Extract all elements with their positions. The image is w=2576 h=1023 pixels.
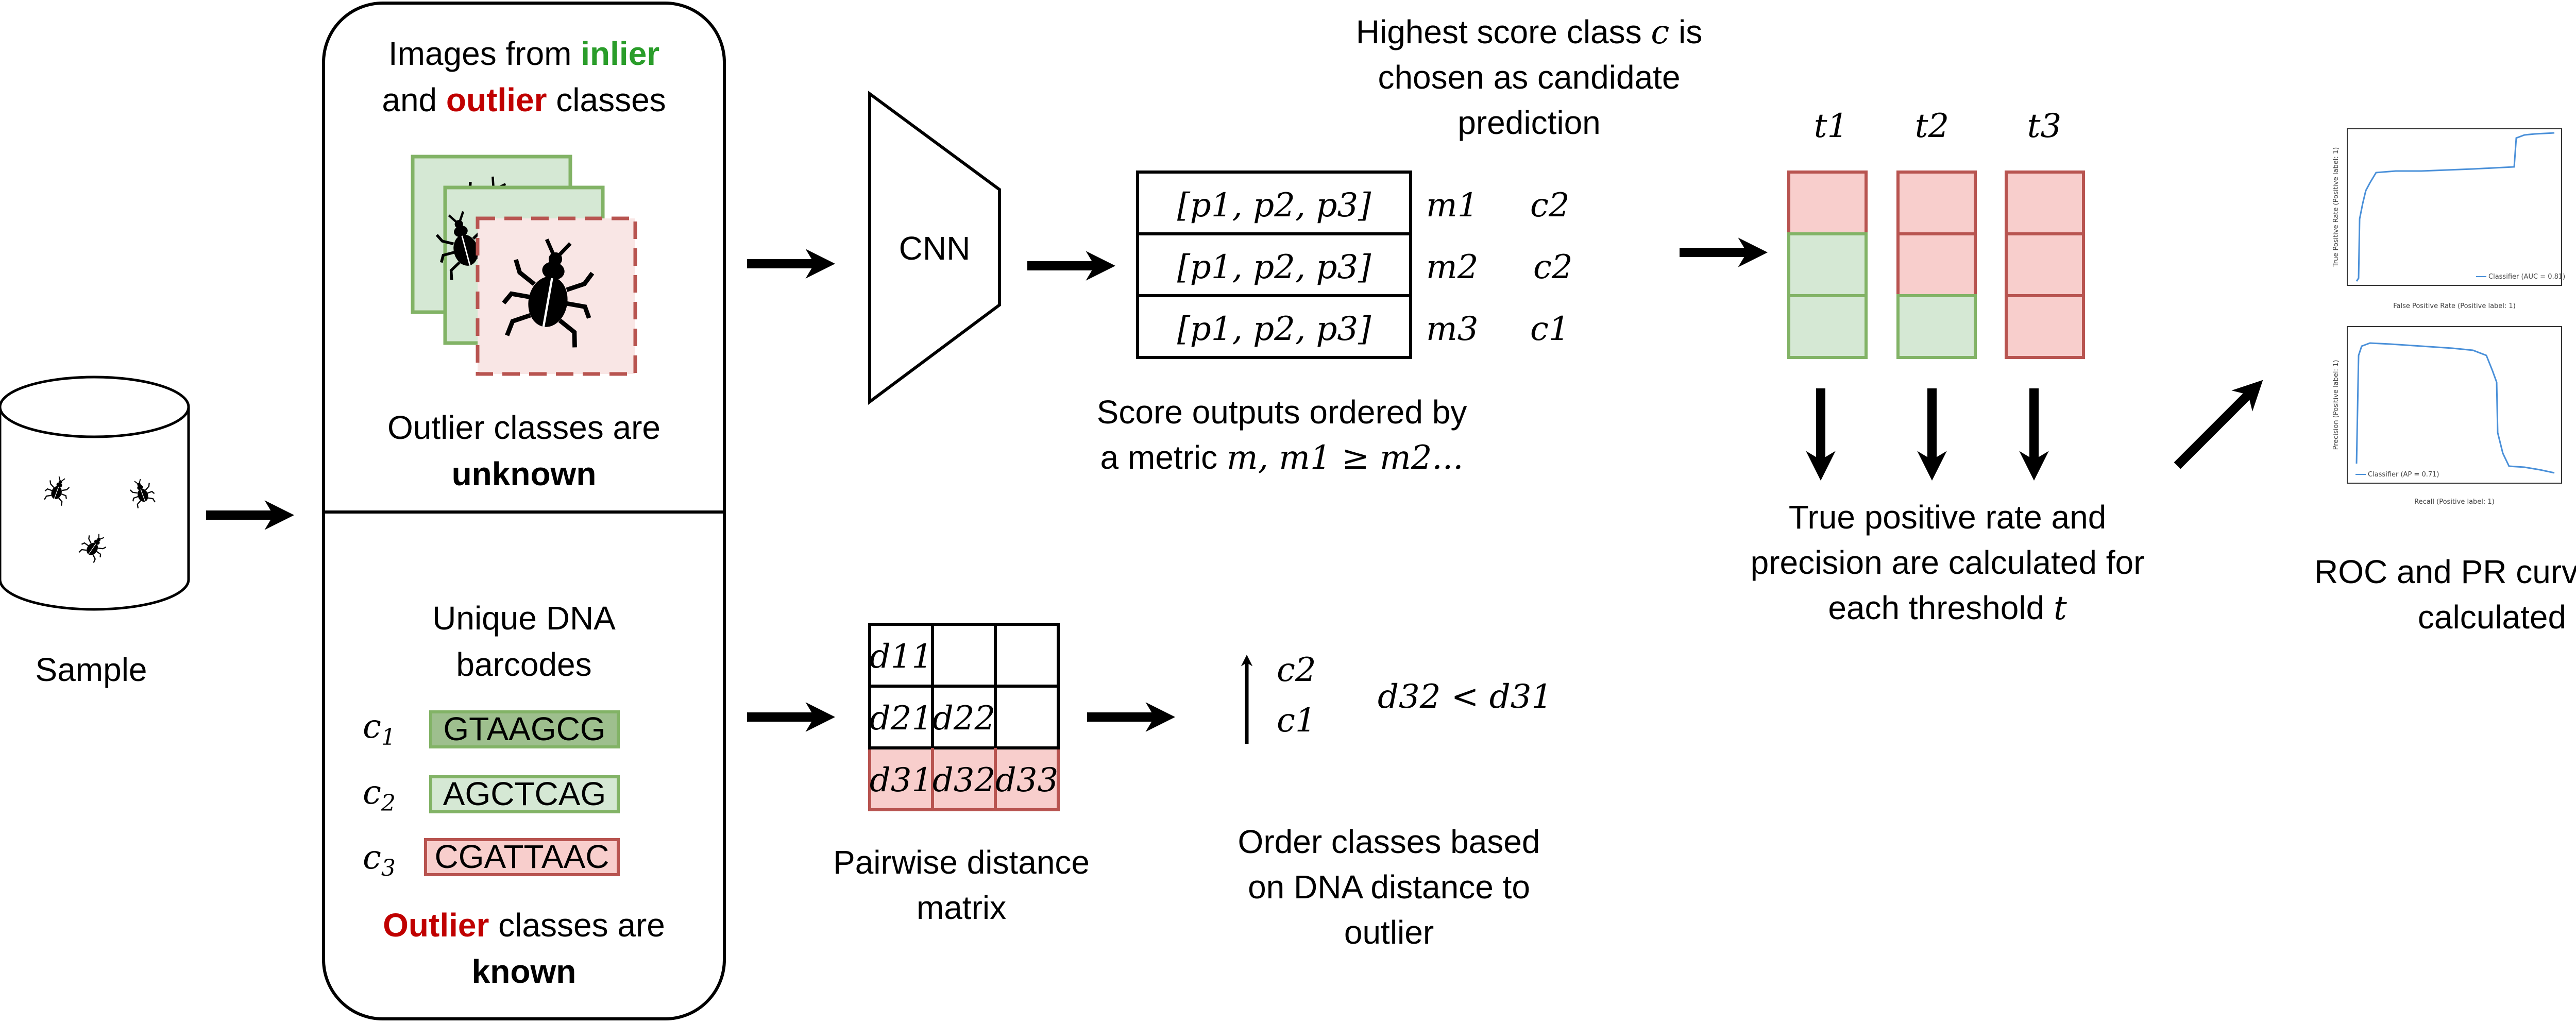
distance-inequality: d32 < d31 [1378, 678, 1552, 716]
panel-top-line1: Images from inlier [388, 35, 659, 72]
sample-cylinder [0, 376, 190, 611]
threshold-label: t3 [2027, 107, 2061, 145]
curves-caption-line2: calculated [2418, 599, 2566, 636]
panel-top-line2: and outlier classes [382, 81, 666, 118]
score-caption-line1: Score outputs ordered by [1097, 394, 1467, 431]
class-order: c2 c1 [1241, 651, 1316, 744]
threshold-label: t1 [1814, 107, 1848, 145]
score-caption-line2: a metric m, m1 ≥ m2... [1100, 439, 1464, 477]
threshold-column [1787, 170, 1868, 359]
dna-title-line2: barcodes [456, 646, 591, 683]
dna-title-line1: Unique DNA [432, 600, 616, 637]
score-header-line1: Highest score class c is [1356, 13, 1703, 52]
matrix-cell: d31 [870, 761, 933, 799]
matrix-cell: d21 [870, 700, 933, 738]
score-table [1136, 170, 1412, 359]
score-vector: [p1, p2, p3] [1177, 310, 1371, 348]
order-caption-line3: outlier [1344, 914, 1434, 951]
arrow-to-curves [2174, 380, 2263, 469]
order-caption-line2: on DNA distance to [1248, 868, 1530, 906]
dna-note-line2: known [472, 953, 577, 990]
score-vector: [p1, p2, p3] [1177, 186, 1371, 225]
roc-ylabel: True Positive Rate (Positive label: 1) [2332, 147, 2340, 268]
cnn-label: CNN [899, 230, 971, 267]
score-class: c2 [1533, 248, 1573, 286]
roc-xlabel: False Positive Rate (Positive label: 1) [2393, 302, 2516, 310]
score-vector: [p1, p2, p3] [1177, 248, 1371, 286]
pr-xlabel: Recall (Positive label: 1) [2414, 498, 2495, 506]
barcode-list: c1 GTAAGCG c2 AGCTCAG c3 CGATTAAC [363, 708, 620, 881]
score-row: [p1, p2, p3] m2 c2 [1177, 248, 1573, 286]
cnn-block [868, 91, 1001, 405]
barcode-class-label: c1 [363, 708, 396, 751]
order-top: c2 [1277, 651, 1316, 689]
matrix-cell: d11 [870, 638, 933, 676]
order-caption-line1: Order classes based [1238, 823, 1540, 860]
threshold-caption-line2: precision are calculated for [1751, 544, 2145, 581]
pr-legend: Classifier (AP = 0.71) [2368, 471, 2439, 479]
roc-legend: Classifier (AUC = 0.81) [2488, 273, 2565, 281]
order-bottom: c1 [1277, 702, 1316, 740]
matrix-cell: d33 [995, 761, 1058, 799]
score-metric: m3 [1426, 310, 1478, 348]
matrix-caption-line1: Pairwise distance [833, 844, 1090, 881]
distance-matrix [868, 623, 1060, 811]
panel-top-note-line1: Outlier classes are [387, 409, 660, 446]
roc-plot: Classifier (AUC = 0.81) False Positive R… [2305, 126, 2568, 310]
barcode-seq: AGCTCAG [443, 775, 606, 812]
threshold-caption-line3: each threshold t [1828, 589, 2067, 627]
image-stack [411, 155, 637, 376]
curves-caption-line1: ROC and PR curves are [2314, 553, 2576, 590]
pr-ylabel: Precision (Positive label: 1) [2332, 360, 2340, 450]
score-row: [p1, p2, p3] m1 c2 [1177, 186, 1570, 225]
threshold-label: t2 [1915, 107, 1949, 145]
matrix-cell: d22 [933, 700, 995, 738]
score-row: [p1, p2, p3] m3 c1 [1177, 310, 1570, 348]
pr-plot: Classifier (AP = 0.71) Recall (Positive … [2305, 319, 2568, 506]
barcode-class-label: c2 [363, 774, 396, 816]
score-class: c2 [1530, 186, 1570, 225]
matrix-cell: d32 [933, 761, 995, 799]
score-metric: m2 [1426, 248, 1478, 286]
score-header-line3: prediction [1458, 104, 1601, 141]
threshold-column [2005, 170, 2085, 359]
score-class: c1 [1530, 310, 1570, 348]
barcode-seq: CGATTAAC [435, 838, 609, 875]
matrix-caption-line2: matrix [917, 889, 1006, 926]
score-header-line2: chosen as candidate [1378, 59, 1680, 96]
sample-label: Sample [36, 651, 147, 688]
barcode-seq: GTAAGCG [443, 710, 605, 747]
dna-note-line1: Outlier classes are [383, 907, 665, 944]
threshold-caption-line1: True positive rate and [1789, 499, 2107, 536]
score-metric: m1 [1426, 186, 1478, 225]
barcode-class-label: c3 [363, 839, 396, 881]
threshold-column [1896, 170, 1977, 359]
panel-top-note-line2: unknown [452, 455, 597, 492]
